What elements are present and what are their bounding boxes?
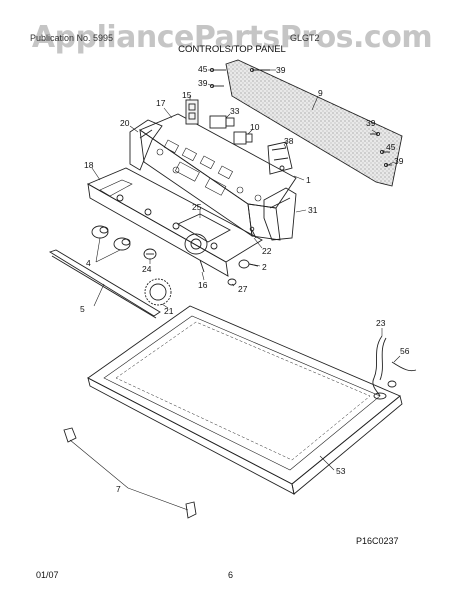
- callout-4: 4: [86, 258, 91, 268]
- part-53-top-panel: [87, 305, 403, 495]
- callout-1: 1: [306, 175, 311, 185]
- callout-39: 39: [366, 118, 376, 128]
- part-24-knob: [143, 248, 157, 260]
- part-18-control-panel: [86, 167, 263, 277]
- callout-24: 24: [142, 264, 152, 274]
- page-number: 6: [228, 570, 234, 580]
- callout-10: 10: [250, 122, 260, 132]
- part-7-hinges: [63, 427, 197, 519]
- part-16-dial: [184, 233, 208, 273]
- part-45-39-screws-top: [209, 67, 392, 168]
- part-21-bezel-ring: [144, 278, 172, 306]
- callout-39: 39: [198, 78, 208, 88]
- part-38-timer: [267, 141, 293, 175]
- part-9-backsplash-panel: [225, 59, 403, 187]
- callout-45: 45: [198, 64, 208, 74]
- part-31-end-bracket-right: [263, 187, 297, 241]
- model-number: GLGT2: [290, 33, 320, 43]
- callout-25: 25: [192, 202, 202, 212]
- part-33-switch: [209, 115, 235, 129]
- part-22-screw: [249, 226, 257, 239]
- callout-31: 31: [308, 205, 318, 215]
- callout-17: 17: [156, 98, 166, 108]
- part-23-wire-harness: [372, 335, 387, 400]
- footer-date: 01/07: [36, 570, 59, 580]
- callout-5: 5: [80, 304, 85, 314]
- publication-number: Publication No. 5995: [30, 33, 114, 43]
- callout-16: 16: [198, 280, 208, 290]
- callout-2: 2: [262, 262, 267, 272]
- callout-39: 39: [276, 65, 286, 75]
- callout-9: 9: [318, 88, 323, 98]
- diagram-code: P16C0237: [356, 536, 399, 546]
- callout-7: 7: [116, 484, 121, 494]
- callout-15: 15: [182, 90, 192, 100]
- callout-23: 23: [376, 318, 386, 328]
- part-27-clip: [227, 278, 237, 286]
- callout-27: 27: [238, 284, 248, 294]
- callout-labels: 45 39 39 9 15 17 33 10 20 39 45 39 38 1 …: [80, 64, 410, 494]
- part-2-cam: [238, 259, 259, 269]
- callout-38: 38: [284, 136, 294, 146]
- part-5-trim-strip: [48, 249, 161, 319]
- part-20-end-bracket-left: [129, 119, 163, 171]
- callout-53: 53: [336, 466, 346, 476]
- callout-33: 33: [230, 106, 240, 116]
- watermark: AppliancePartsPros.com: [31, 20, 433, 55]
- callout-39: 39: [394, 156, 404, 166]
- diagram-title: CONTROLS/TOP PANEL: [178, 44, 286, 55]
- callout-45: 45: [386, 142, 396, 152]
- part-25-overlay: [177, 213, 231, 243]
- part-56-wire-clip: [387, 361, 417, 388]
- leader-lines: [69, 69, 401, 511]
- callout-20: 20: [120, 118, 130, 128]
- part-4-knobs: [91, 225, 131, 251]
- part-10-switch: [233, 131, 253, 145]
- callout-22: 22: [262, 246, 272, 256]
- callout-56: 56: [400, 346, 410, 356]
- part-15-switch: [185, 99, 199, 125]
- part-17-control-housing: [139, 113, 297, 241]
- callout-18: 18: [84, 160, 94, 170]
- callout-21: 21: [164, 306, 174, 316]
